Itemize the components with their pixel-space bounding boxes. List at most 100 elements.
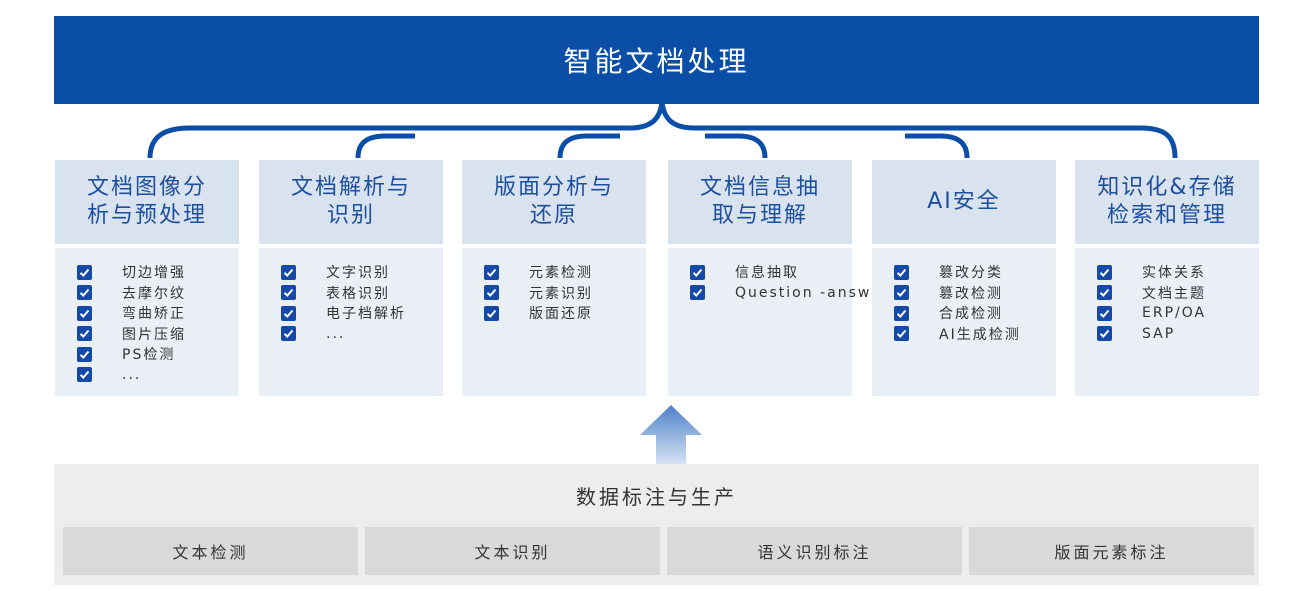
- main-title: 智能文档处理: [54, 16, 1259, 104]
- list-item-label: 文字识别: [326, 265, 390, 282]
- checked-checkbox-icon: [1097, 305, 1112, 321]
- list-item-label: 图片压缩: [122, 326, 186, 343]
- column-heading: 文档解析与识别: [259, 160, 443, 244]
- checked-checkbox-icon: [77, 264, 92, 280]
- column-heading: 文档图像分析与预处理: [55, 160, 239, 244]
- list-item: ...: [281, 324, 443, 345]
- column-heading-line: 文档解析与: [290, 175, 411, 200]
- checked-checkbox-icon: [77, 346, 92, 362]
- list-item-label: 版面还原: [529, 306, 593, 323]
- list-item-label: ...: [326, 325, 346, 342]
- column-heading-line: 版面分析与: [493, 175, 614, 200]
- column-heading: 知识化&存储检索和管理: [1075, 160, 1259, 244]
- checked-checkbox-icon: [1097, 326, 1112, 342]
- list-item-label: 电子档解析: [326, 306, 406, 323]
- list-item: ERP/OA: [1097, 303, 1259, 324]
- data-annotation-title: 数据标注与生产: [576, 484, 737, 509]
- checked-checkbox-icon: [1097, 264, 1112, 280]
- bottom-cell-layout-annotation: 版面元素标注: [969, 527, 1254, 575]
- column-heading-line: 文档信息抽: [699, 175, 820, 200]
- checked-checkbox-icon: [1097, 285, 1112, 301]
- column-item-list: 信息抽取 Question -answer: [668, 248, 888, 396]
- list-item: 表格识别: [281, 283, 443, 304]
- list-item: PS检测: [77, 344, 239, 365]
- bottom-cell-semantic-annotation: 语义识别标注: [667, 527, 962, 575]
- column-heading-line: AI安全: [927, 189, 1001, 214]
- list-item: Question -answer: [690, 283, 888, 304]
- list-item-label: 文档主题: [1142, 285, 1206, 302]
- list-item-label: 去摩尔纹: [122, 285, 186, 302]
- column-heading-line: 检索和管理: [1106, 203, 1227, 228]
- list-item-label: 切边增强: [122, 265, 186, 282]
- brace-connector: [147, 101, 1178, 159]
- list-item: 切边增强: [77, 262, 239, 283]
- list-item-label: ERP/OA: [1142, 305, 1207, 322]
- up-arrow-icon: [640, 405, 702, 465]
- list-item: AI生成检测: [894, 324, 1056, 345]
- list-item-label: 篡改检测: [939, 285, 1003, 302]
- checked-checkbox-icon: [281, 264, 296, 280]
- bottom-cell-text-recognition: 文本识别: [365, 527, 660, 575]
- list-item-label: 弯曲矫正: [122, 306, 186, 323]
- list-item: 实体关系: [1097, 262, 1259, 283]
- checked-checkbox-icon: [77, 326, 92, 342]
- checked-checkbox-icon: [894, 305, 909, 321]
- list-item-label: 表格识别: [326, 285, 390, 302]
- list-item: 元素识别: [484, 283, 646, 304]
- list-item: 篡改检测: [894, 283, 1056, 304]
- checked-checkbox-icon: [281, 326, 296, 342]
- list-item-label: AI生成检测: [939, 326, 1021, 343]
- list-item: SAP: [1097, 324, 1259, 345]
- checked-checkbox-icon: [894, 264, 909, 280]
- list-item-label: 篡改分类: [939, 265, 1003, 282]
- list-item-label: Question -answer: [735, 284, 890, 301]
- checked-checkbox-icon: [77, 285, 92, 301]
- column-heading: AI安全: [872, 160, 1056, 244]
- list-item-label: 实体关系: [1142, 265, 1206, 282]
- column-item-list: 篡改分类篡改检测合成检测 AI生成检测: [872, 248, 1056, 396]
- column-heading-line: 知识化&存储: [1097, 175, 1237, 200]
- list-item-label: 元素识别: [529, 285, 593, 302]
- checked-checkbox-icon: [894, 326, 909, 342]
- list-item: ...: [77, 365, 239, 386]
- list-item: 版面还原: [484, 303, 646, 324]
- list-item-label: 合成检测: [939, 306, 1003, 323]
- list-item: 去摩尔纹: [77, 283, 239, 304]
- checked-checkbox-icon: [484, 305, 499, 321]
- column-heading-line: 识别: [326, 203, 375, 228]
- list-item: 文字识别: [281, 262, 443, 283]
- list-item: 元素检测: [484, 262, 646, 283]
- column-item-list: 元素检测元素识别版面还原: [462, 248, 646, 396]
- list-item-label: 信息抽取: [735, 265, 799, 282]
- checked-checkbox-icon: [77, 367, 92, 383]
- list-item: 弯曲矫正: [77, 303, 239, 324]
- list-item-label: ...: [122, 366, 142, 383]
- list-item: 电子档解析: [281, 303, 443, 324]
- data-annotation-panel: 数据标注与生产 文本检测 文本识别 语义识别标注 版面元素标注: [54, 464, 1259, 585]
- list-item: 信息抽取: [690, 262, 852, 283]
- checked-checkbox-icon: [281, 285, 296, 301]
- list-item: 文档主题: [1097, 283, 1259, 304]
- list-item: 图片压缩: [77, 324, 239, 345]
- column-heading-line: 还原: [529, 203, 578, 228]
- list-item-label: 元素检测: [529, 265, 593, 282]
- column-heading-line: 析与预处理: [86, 203, 207, 228]
- list-item-label: PS检测: [122, 347, 176, 364]
- checked-checkbox-icon: [690, 285, 705, 301]
- checked-checkbox-icon: [484, 285, 499, 301]
- checked-checkbox-icon: [690, 264, 705, 280]
- column-item-list: 实体关系文档主题 ERP/OA SAP: [1075, 248, 1259, 396]
- column-heading-line: 取与理解: [711, 203, 808, 228]
- checked-checkbox-icon: [894, 285, 909, 301]
- column-heading-line: 文档图像分: [86, 175, 207, 200]
- list-item: 篡改分类: [894, 262, 1056, 283]
- bottom-cell-text-detection: 文本检测: [63, 527, 358, 575]
- column-heading: 版面分析与还原: [462, 160, 646, 244]
- column-heading: 文档信息抽取与理解: [668, 160, 852, 244]
- list-item: 合成检测: [894, 303, 1056, 324]
- checked-checkbox-icon: [77, 305, 92, 321]
- checked-checkbox-icon: [281, 305, 296, 321]
- column-item-list: 切边增强去摩尔纹弯曲矫正图片压缩 PS检测...: [55, 248, 239, 396]
- checked-checkbox-icon: [484, 264, 499, 280]
- list-item-label: SAP: [1142, 325, 1176, 342]
